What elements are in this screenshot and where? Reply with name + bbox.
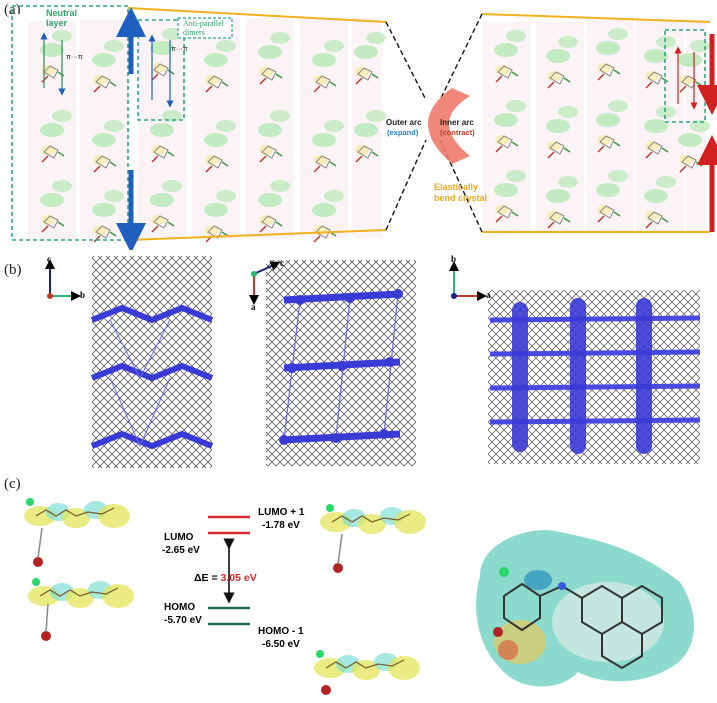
contract-dimer-box [664,29,706,123]
homo-minus1-orbital-image [313,650,421,695]
lumo-plus1-energy: -1.78 eV [262,520,300,531]
bent-crystal-arc [428,88,470,164]
panel-b-packing [45,256,701,468]
energy-gap-value: 3.05 eV [220,572,257,584]
packing-structure-3 [488,290,701,464]
panel-label-c: (c) [4,476,21,492]
energy-gap-label: ΔE = 3.05 eV [194,572,257,584]
left-crystal-block [10,14,387,243]
elastic-label-2: bend crystal [434,193,488,203]
axis1-horizontal: b [80,290,86,300]
axis1-vertical: c [47,254,51,264]
lumo-label: LUMO [164,532,194,543]
axes-3-icon [449,261,487,301]
homo-label: HOMO [164,602,196,613]
anti-parallel-label-2: dimers [183,28,205,37]
homo-minus1-energy: -6.50 eV [262,639,300,650]
axis2-horizontal: c [280,258,284,268]
panel-a-diagram [10,5,717,250]
packing-structure-1 [90,256,214,468]
pi-pi-label-2: π···π [171,46,188,53]
homo-energy: -5.70 eV [164,615,202,626]
anti-parallel-box [137,19,185,121]
lumo-energy: -2.65 eV [162,545,200,556]
outer-arc-label: Outer arc [386,118,422,127]
lumo-plus1-label: LUMO + 1 [258,507,305,518]
pi-pi-label-1: π···π [66,54,83,61]
panel-label-b: (b) [4,262,22,278]
lumo-orbital-image [23,498,131,567]
neutral-layer-label-2: layer [46,18,68,28]
homo-minus1-label: HOMO - 1 [258,626,304,637]
outer-arc-note: (expand) [387,128,419,137]
inner-arc-note: (contract) [440,128,475,137]
panel-c-orbitals [23,498,694,695]
elastic-label: Elastically [434,182,479,192]
esp-surface-image [476,530,694,687]
axis3-vertical: b [451,254,457,264]
axis3-horizontal: a [486,290,491,300]
inner-arc-label: Inner arc [440,118,474,127]
homo-orbital-image [27,578,135,641]
lumo-plus1-orbital-image [319,504,427,573]
axis2-vertical: a [251,302,256,312]
neutral-layer-label: Neutral [46,8,78,18]
neutral-layer-box [11,5,129,241]
anti-parallel-label: Anti-parallel [183,19,224,28]
right-crystal-block [483,20,711,232]
packing-structure-2 [266,260,416,466]
axes-1-icon [45,259,81,301]
